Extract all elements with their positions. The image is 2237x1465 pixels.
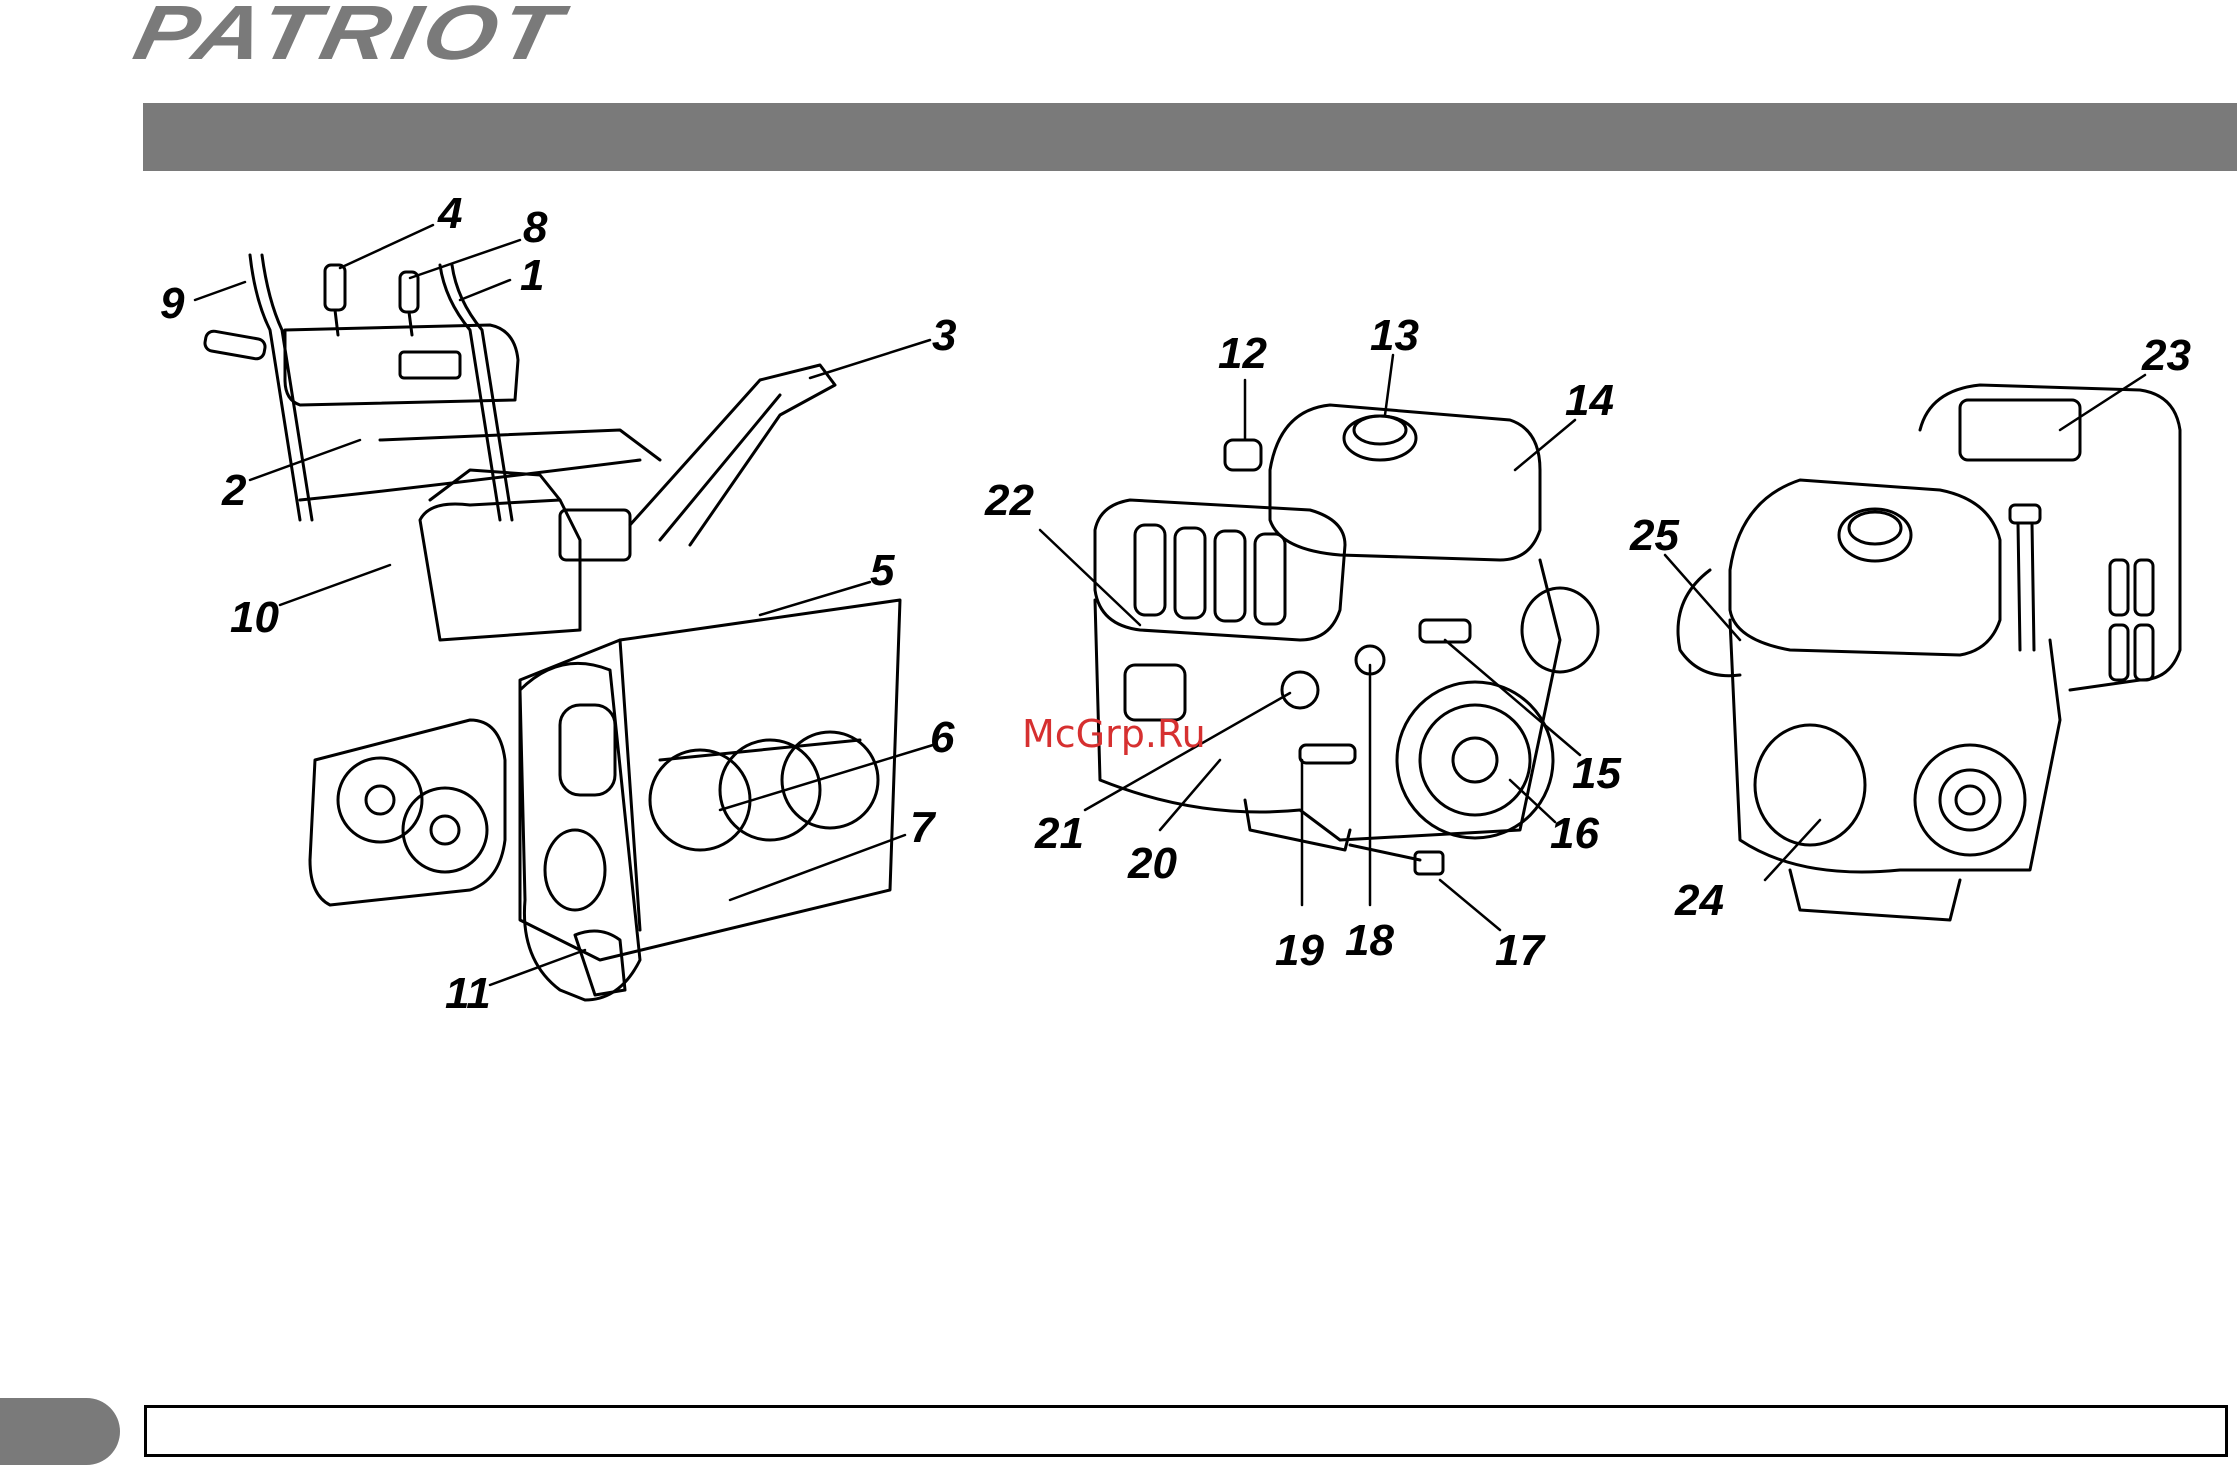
snowblower-illustration [204, 255, 900, 1000]
callout-6: 6 [930, 713, 955, 762]
callout-8: 8 [523, 203, 548, 252]
callout-9: 9 [160, 279, 185, 328]
callout-7: 7 [910, 803, 937, 852]
callout-20: 20 [1127, 839, 1177, 888]
callout-25: 25 [1629, 511, 1679, 560]
callout-19: 19 [1275, 926, 1324, 975]
callout-21: 21 [1034, 809, 1084, 858]
footer-bar [144, 1405, 2228, 1457]
callout-17: 17 [1495, 926, 1546, 975]
callout-1: 1 [520, 251, 544, 300]
callout-16: 16 [1550, 809, 1599, 858]
engine-front-illustration [1095, 405, 1598, 874]
callout-4: 4 [437, 189, 462, 238]
callout-13: 13 [1370, 311, 1419, 360]
watermark-text: McGrp.Ru [1022, 712, 1206, 756]
callout-22: 22 [984, 476, 1034, 525]
callout-11: 11 [445, 969, 491, 1018]
callout-10: 10 [230, 593, 279, 642]
callout-18: 18 [1345, 916, 1394, 965]
callout-3: 3 [932, 311, 956, 360]
callout-2: 2 [221, 466, 247, 515]
engine-rear-illustration [1678, 385, 2180, 920]
callout-14: 14 [1565, 376, 1614, 425]
callout-23: 23 [2141, 331, 2191, 380]
callout-24: 24 [1674, 876, 1724, 925]
callout-5: 5 [870, 546, 895, 595]
callout-15: 15 [1572, 749, 1621, 798]
callout-12: 12 [1218, 329, 1267, 378]
page-number-tab [0, 1398, 120, 1465]
